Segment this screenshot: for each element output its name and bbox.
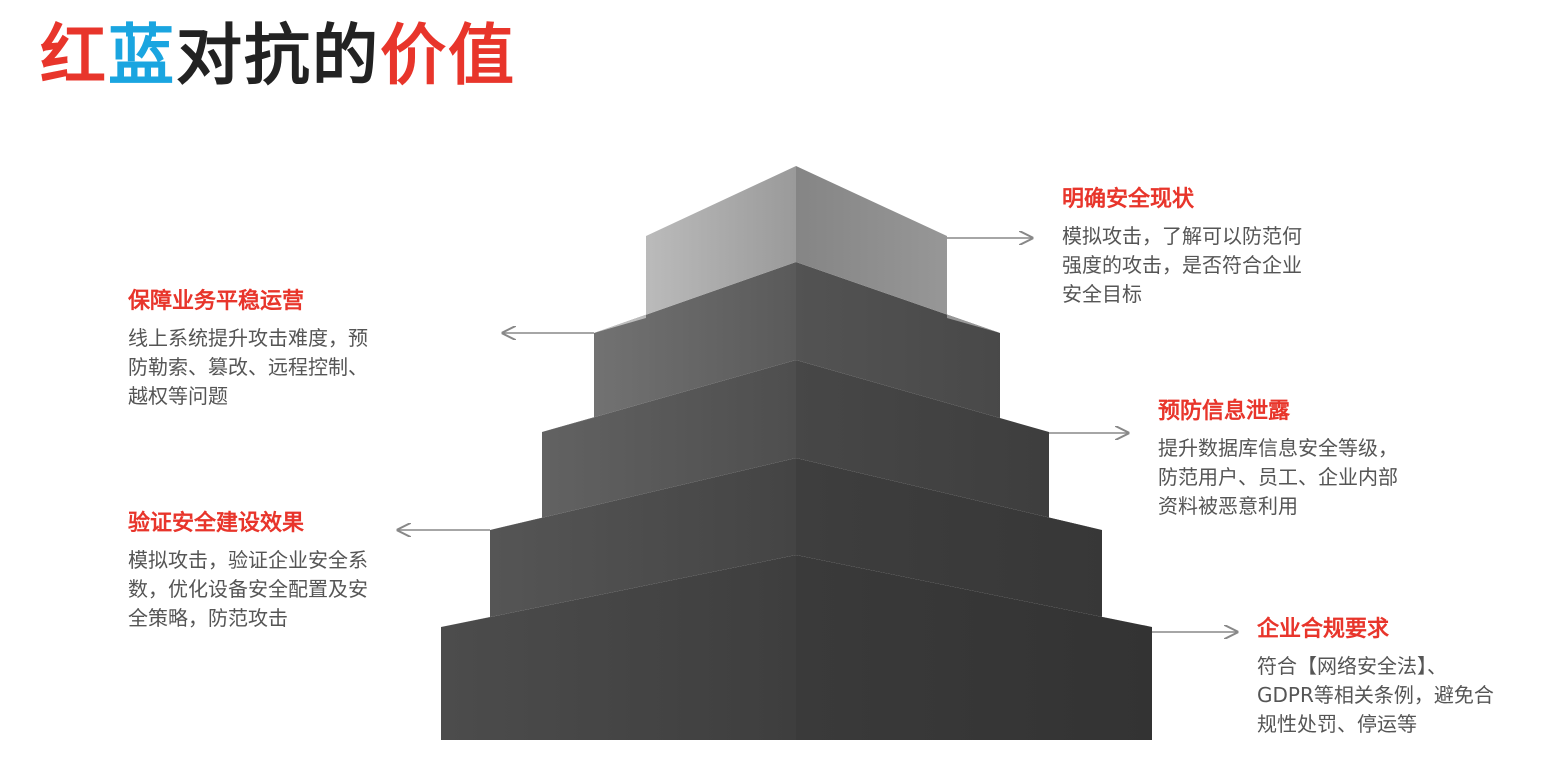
pyramid-level-4-left [441,458,796,627]
title-part-red: 红 [40,17,108,94]
label-level-4-body: 模拟攻击，验证企业安全系 数，优化设备安全配置及安 全策略，防范攻击 [128,548,368,630]
pyramid-level-5-left [441,555,796,740]
label-level-2: 保障业务平稳运营 线上系统提升攻击难度，预 防勒索、篡改、远程控制、 越权等问题 [128,286,438,411]
pyramid-level-2-right [796,262,1049,432]
title-part-blue: 蓝 [108,17,176,94]
label-level-3-title: 预防信息泄露 [1158,399,1291,424]
pyramid-level-5-right [796,555,1152,740]
label-top: 明确安全现状 模拟攻击，了解可以防范何 强度的攻击，是否符合企业 安全目标 [1062,184,1372,309]
pyramid-level-1-right [796,166,1000,333]
title-part-dark: 对抗的 [176,17,380,94]
label-level-4: 验证安全建设效果 模拟攻击，验证企业安全系 数，优化设备安全配置及安 全策略，防… [128,508,438,633]
label-top-title: 明确安全现状 [1062,187,1195,212]
label-bottom-title: 企业合规要求 [1257,617,1390,642]
pyramid-level-3-right [796,360,1102,530]
label-level-2-body: 线上系统提升攻击难度，预 防勒索、篡改、远程控制、 越权等问题 [128,326,368,408]
pyramid-level-2-left [542,262,796,432]
label-level-3: 预防信息泄露 提升数据库信息安全等级， 防范用户、员工、企业内部 资料被恶意利用 [1158,396,1468,521]
label-bottom: 企业合规要求 符合【网络安全法】、 GDPR等相关条例，避免合 规性处罚、停运等 [1257,614,1547,739]
label-top-body: 模拟攻击，了解可以防范何 强度的攻击，是否符合企业 安全目标 [1062,224,1302,306]
pyramid-level-1-left [594,166,796,333]
label-bottom-body: 符合【网络安全法】、 GDPR等相关条例，避免合 规性处罚、停运等 [1257,654,1494,736]
label-level-3-body: 提升数据库信息安全等级， 防范用户、员工、企业内部 资料被恶意利用 [1158,436,1398,518]
pyramid-level-4-right [796,458,1152,627]
title-part-value: 价值 [380,17,516,94]
label-level-4-title: 验证安全建设效果 [128,511,305,536]
label-level-2-title: 保障业务平稳运营 [128,289,305,314]
pyramid-level-3-left [490,360,796,530]
page-title: 红蓝对抗的价值 [40,14,516,98]
